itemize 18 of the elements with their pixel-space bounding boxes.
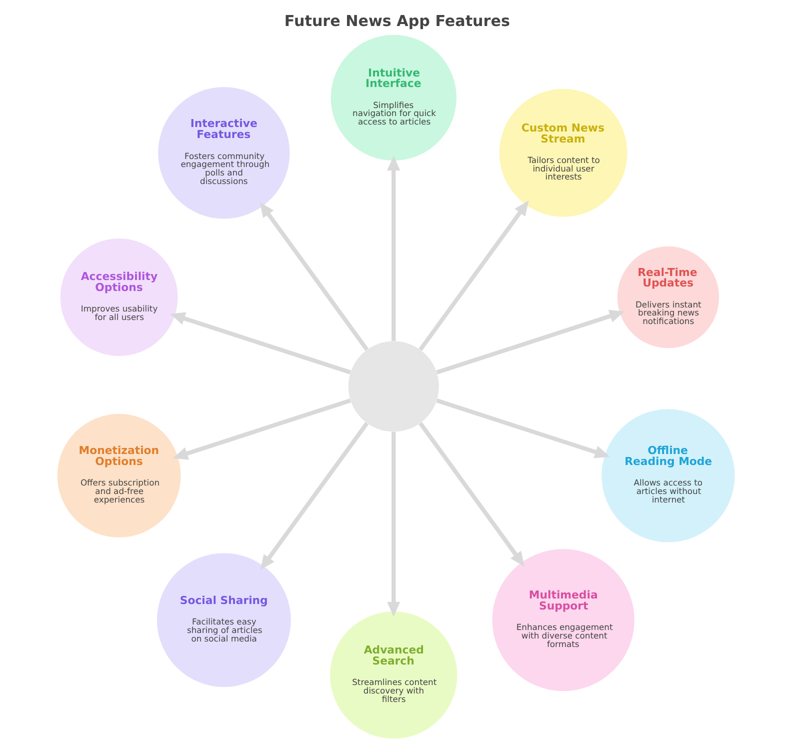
arrow: [387, 156, 400, 342]
node-circle: [348, 341, 439, 432]
node-circle: Monetization Options Offers subscription and ad-free experiences: [57, 414, 181, 538]
arrow: [260, 202, 369, 351]
arrow: [418, 422, 524, 567]
node-circle: Accessibility Options Improves usability for all users: [60, 238, 178, 356]
arrow: [172, 398, 352, 460]
arrow: [436, 310, 624, 374]
node-circle: Advanced Search Streamlines content discovery with filters: [330, 612, 458, 739]
arrow: [387, 432, 400, 617]
node-circle: Intuitive Interface Simplifies navigation for quick access to articles: [330, 34, 456, 161]
arrow: [170, 312, 352, 374]
node-circle: Offline Reading Mode Allows access to articles without internet: [602, 409, 735, 542]
diagram-title: Future News App Features: [284, 12, 510, 30]
arrow: [436, 398, 610, 458]
arrow: [260, 422, 369, 570]
arrow: [418, 200, 529, 351]
node-circle: Real-Time Updates Delivers instant breaking news notifications: [617, 246, 720, 348]
